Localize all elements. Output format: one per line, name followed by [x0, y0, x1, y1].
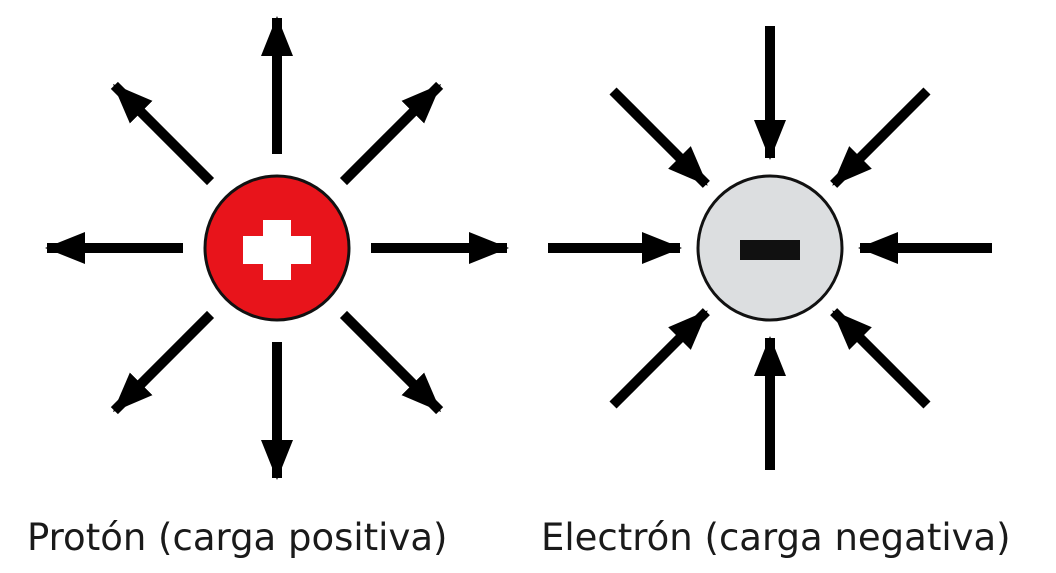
proton-field-arrows — [44, 15, 510, 481]
electron-caption: Electrón (carga negativa) — [541, 516, 1011, 559]
proton-group: Protón (carga positiva) — [27, 15, 510, 559]
proton-plus-icon — [243, 220, 311, 280]
electron-arrow-ne — [830, 87, 931, 188]
electron-group: Electrón (carga negativa) — [541, 26, 1011, 559]
proton-arrow-se — [339, 310, 444, 415]
electron-field-arrows — [548, 26, 992, 470]
electron-arrow-sw — [609, 308, 710, 409]
electron-arrow-nw — [609, 87, 710, 188]
proton-caption: Protón (carga positiva) — [27, 516, 447, 559]
electron-arrow-se — [830, 308, 931, 409]
electron-minus-icon — [740, 240, 800, 260]
proton-arrow-nw — [110, 81, 215, 186]
proton-arrow-sw — [110, 310, 215, 415]
proton-arrow-ne — [339, 81, 444, 186]
